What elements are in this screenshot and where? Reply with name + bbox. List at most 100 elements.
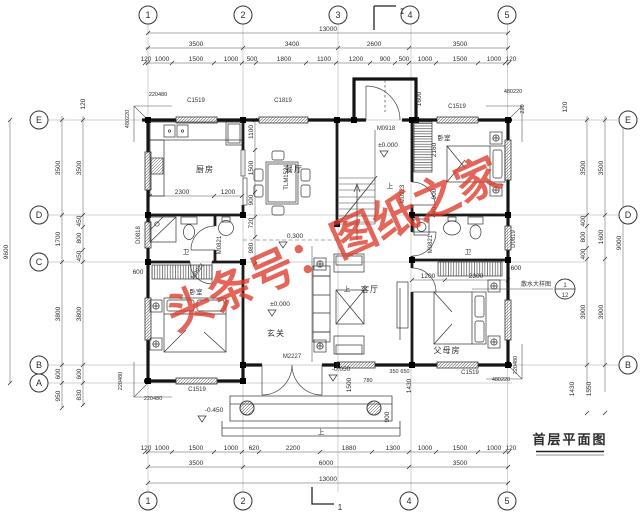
dim: 450 [76, 250, 83, 261]
dim: 400 [580, 248, 587, 259]
dim: 500 [399, 56, 410, 63]
room-label-bedroom-tr: 卧室 [438, 133, 452, 142]
door-parents [411, 267, 437, 293]
grid-label: 1 [145, 10, 150, 20]
door-label: M2227 [283, 354, 302, 360]
coffee-table [335, 289, 365, 325]
dim: 1500 [346, 377, 353, 392]
dim: 1000 [418, 445, 433, 452]
level-value: 0.300 [287, 233, 304, 240]
dim: 3900 [580, 304, 587, 319]
dim: 950 [55, 390, 62, 401]
level-step-lines [243, 239, 337, 362]
dim: 3500 [598, 160, 605, 175]
dim: 3800 [55, 306, 62, 321]
room-label-foyer: 玄关 [267, 328, 285, 338]
dim: 9000 [616, 235, 623, 250]
callout-label: 散水大样图 [521, 280, 551, 288]
dim: 13000 [319, 26, 337, 33]
dim: 800 [76, 232, 83, 243]
dim: 220 [520, 104, 526, 113]
dim: 1500 [189, 56, 204, 63]
beds [149, 131, 506, 353]
living-room-furniture [312, 253, 409, 355]
window-bedroom-left [144, 297, 152, 341]
level-value: -0.450 [205, 407, 224, 414]
kitchen-fixtures [149, 121, 243, 197]
level-value: ±0.000 [270, 301, 290, 308]
dim: 2300 [469, 273, 484, 280]
dim: 220480 [149, 92, 167, 98]
door-m0821-right [411, 231, 437, 257]
chair [253, 168, 264, 182]
room-label-living: 客厅 [361, 284, 379, 294]
dim: 800 [580, 231, 587, 242]
grid-label: 2 [240, 10, 245, 20]
dims-bottom: 120 1000 1500 1000 620 2200 1880 1300 10… [141, 445, 517, 483]
dim: 120 [562, 101, 569, 112]
grid-label: E [36, 115, 42, 125]
dim: 3900 [598, 304, 605, 319]
grid-label: 1 [145, 496, 150, 506]
dim: 1000 [487, 445, 502, 452]
dim: 120 [80, 98, 87, 109]
grid-bubble-labels: 1 2 3 4 5 1 2 4 5 E D C B A E D B [36, 10, 632, 506]
dim: 450 [76, 215, 83, 226]
dim: 980 [248, 242, 255, 253]
grid-label: 5 [504, 496, 509, 506]
window-c1519-top-right [436, 116, 479, 124]
dim: 900 [248, 194, 255, 205]
window-c1819-top [258, 116, 309, 124]
toilet-tank [467, 216, 484, 225]
dim: 1300 [386, 445, 401, 452]
callout-sheet: 12 [562, 293, 569, 299]
dim: 1880 [342, 445, 357, 452]
bed-parents [433, 291, 487, 345]
section-marks [311, 5, 396, 505]
opening-label: D0819 [511, 230, 517, 248]
dim: 480220 [125, 110, 131, 128]
dim: 900 [431, 188, 438, 199]
stair-direction-mark: 上 [387, 181, 394, 190]
chair [300, 184, 311, 198]
dims-right: 9000 3500 400 800 400 3900 3500 1600 390… [562, 101, 623, 396]
window-c1519-top-left [175, 116, 218, 124]
dim: 650 [400, 369, 409, 375]
level-value: ±0.000 [378, 142, 398, 149]
dim: 2160 [431, 142, 438, 157]
dim: 480220 [504, 89, 522, 95]
wardrobes [151, 121, 503, 280]
dim: 720 [248, 217, 255, 228]
drawing-title: 首层平面图 [532, 432, 607, 447]
doors [189, 80, 437, 396]
step-up-mark: 上 [344, 284, 351, 293]
basin [443, 220, 461, 236]
dim: 1000 [155, 56, 170, 63]
interior-walls [148, 120, 508, 365]
dim: 3500 [55, 160, 62, 175]
dim: 13000 [319, 476, 337, 483]
drawing-title-block: 首层平面图 [532, 432, 607, 456]
bed-top-right [446, 145, 506, 183]
grid-bubbles [29, 5, 638, 511]
dim: 9600 [3, 244, 10, 259]
level-value: -0.050 [332, 366, 351, 373]
staircase [336, 130, 378, 240]
door-m0923 [411, 181, 436, 206]
bathroom-right-fixtures [413, 216, 484, 240]
detail-callout: 1 12 散水大样图 [472, 278, 576, 300]
dim: 600 [511, 265, 522, 272]
dim: 1000 [224, 56, 239, 63]
dim: 1430 [569, 381, 576, 396]
dim: 2300 [175, 189, 190, 196]
door-label: M0821 [217, 235, 223, 254]
room-label-bath-left: 卫 [183, 248, 190, 256]
room-label-bedroom-bl: 卧室 [190, 287, 204, 296]
wardrobe-parents [437, 261, 503, 277]
door-m2227 [261, 364, 323, 396]
toilet [469, 224, 482, 240]
dim: 600 [133, 269, 144, 276]
window-label: C1819 [274, 98, 292, 104]
step-up-mark: 上 [318, 427, 325, 436]
